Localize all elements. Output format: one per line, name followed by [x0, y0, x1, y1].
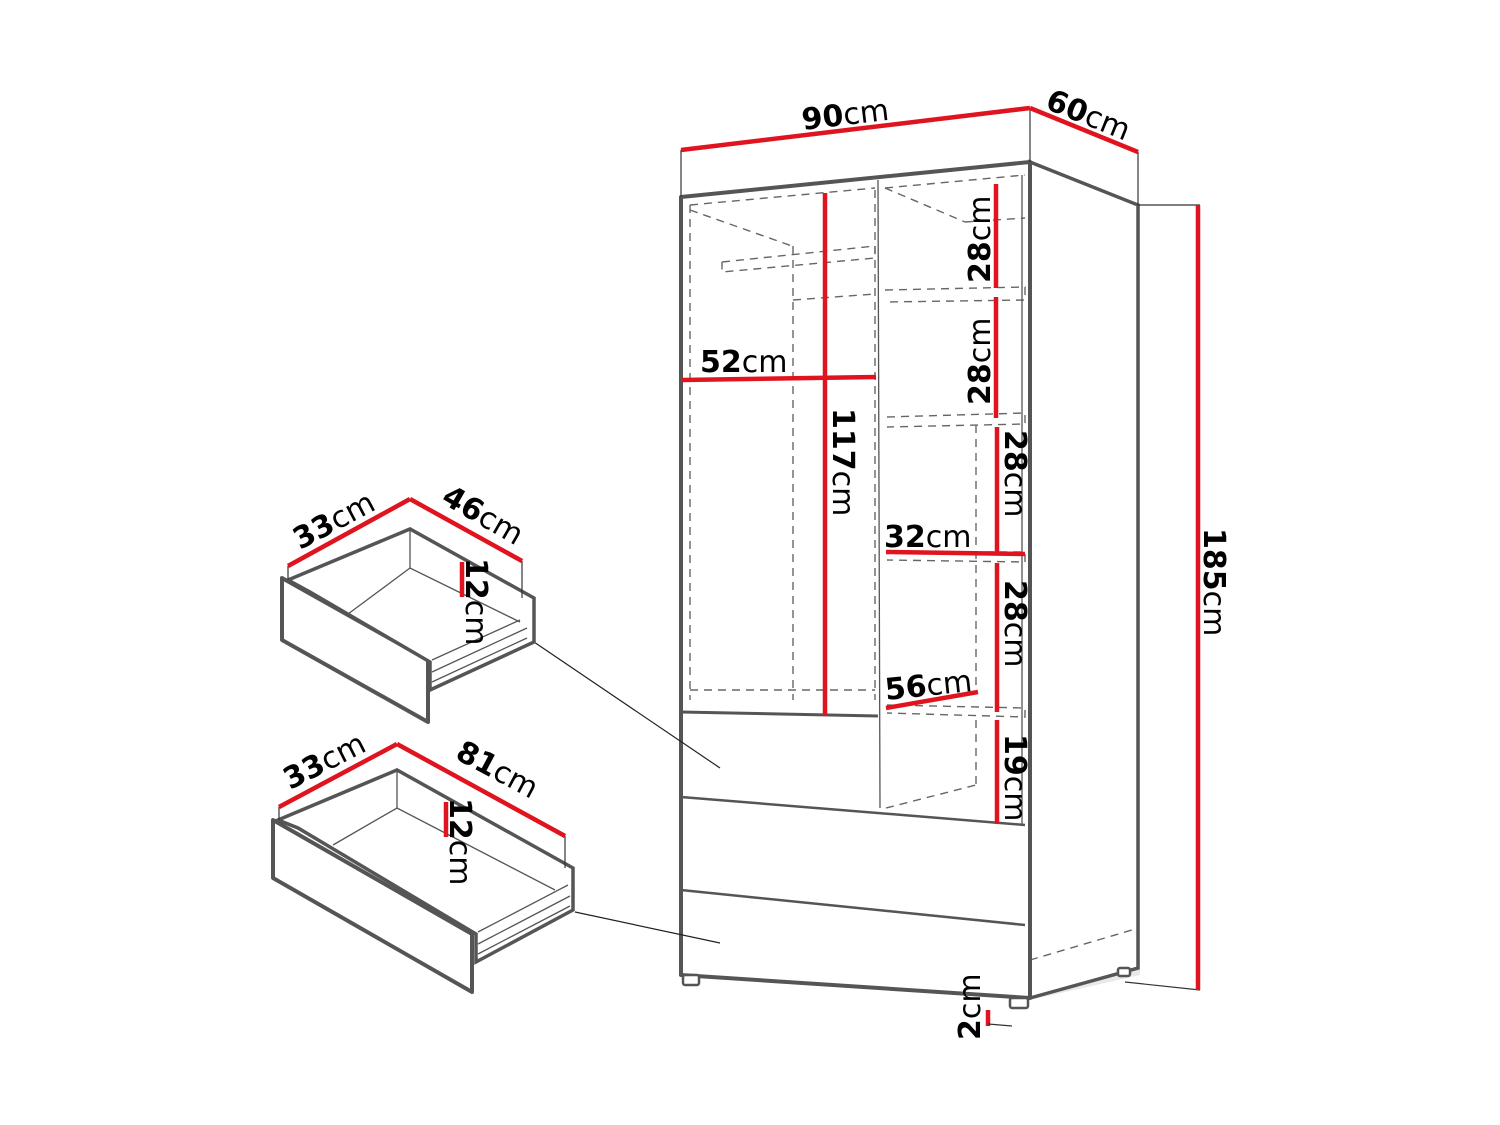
leg-back-right: [1116, 966, 1132, 978]
height-label: 185cm: [1196, 528, 1231, 636]
small-drawer-width-dim: [286, 497, 412, 568]
left-inner-top: [689, 187, 876, 206]
large-drawer-length-dim: [395, 742, 567, 838]
right-shelf-4: [886, 704, 1026, 718]
drawer-line-2: [680, 888, 1026, 927]
right-inner-diagonal: [884, 187, 966, 223]
drawer-line-1: [680, 795, 1026, 827]
center-divider: [877, 179, 881, 809]
right-depth-label: 56cm: [883, 664, 974, 708]
small-drawer-length-dim: [408, 497, 524, 563]
right-width-dim-line: [885, 549, 1026, 557]
left-width-dim-line: [681, 374, 877, 383]
small-drawer-rail-2: [431, 627, 528, 673]
width-label: 90cm: [800, 93, 891, 138]
large-drawer-rail-2: [477, 895, 571, 945]
large-drawer-front: [271, 818, 474, 994]
depth-label: 60cm: [1041, 83, 1135, 148]
left-inner-diagonal: [689, 209, 793, 247]
small-drawer-rail-3: [431, 637, 528, 683]
left-height-label: 117cm: [825, 408, 860, 516]
leg-front-right: [1008, 996, 1030, 1010]
small-drawer-height-label: 12cm: [458, 558, 493, 645]
large-drawer-height-label: 12cm: [442, 798, 477, 885]
large-drawer: 33cm 81cm 12cm: [271, 726, 575, 994]
left-width-label: 52cm: [700, 345, 787, 380]
small-drawer-body: [283, 527, 536, 693]
right-shelf-2: [886, 412, 1026, 428]
large-drawer-rail-1: [477, 884, 569, 933]
large-drawer-rail-3: [477, 905, 571, 955]
shelf-2-label: 28cm: [963, 318, 998, 405]
right-width-label: 32cm: [884, 520, 971, 555]
wardrobe: [679, 108, 1201, 1010]
bottom-section-label: 19cm: [997, 734, 1032, 821]
large-drawer-leader: [574, 911, 721, 944]
leg-front-left: [681, 973, 701, 987]
large-drawer-body: [273, 768, 575, 965]
small-drawer-leader: [533, 641, 721, 769]
width-dim-line: [680, 105, 1031, 153]
right-shelf-1: [884, 286, 1026, 303]
right-inner-top: [884, 174, 1026, 189]
front-carcass: [679, 160, 1032, 1000]
small-drawer-rail-1: [431, 619, 521, 661]
right-floor-diagonal: [885, 784, 977, 809]
shelf-1-label: 28cm: [963, 196, 998, 283]
height-ext-bottom: [1124, 981, 1201, 991]
large-drawer-width-dim: [277, 742, 399, 809]
large-drawer-length-label: 81cm: [450, 734, 544, 806]
shelf-3-label: 28cm: [997, 430, 1032, 517]
side-panel: [1028, 159, 1140, 1001]
small-drawer: 33cm 46cm 12cm: [280, 479, 536, 724]
right-shelf-3: [886, 551, 1026, 563]
left-door-bottom: [680, 710, 879, 718]
depth-dim-line: [1029, 105, 1139, 155]
right-depth-dim-line: [885, 689, 979, 711]
leg-height-label: 2cm: [953, 973, 988, 1040]
leg-height-ext: [987, 1023, 1013, 1027]
shelf-4-label: 28cm: [997, 580, 1032, 667]
wardrobe-dimensions: 90cm 60cm 185cm 52cm 117cm 28cm 28cm: [533, 83, 1231, 1040]
side-bottom-dash: [1029, 929, 1133, 961]
